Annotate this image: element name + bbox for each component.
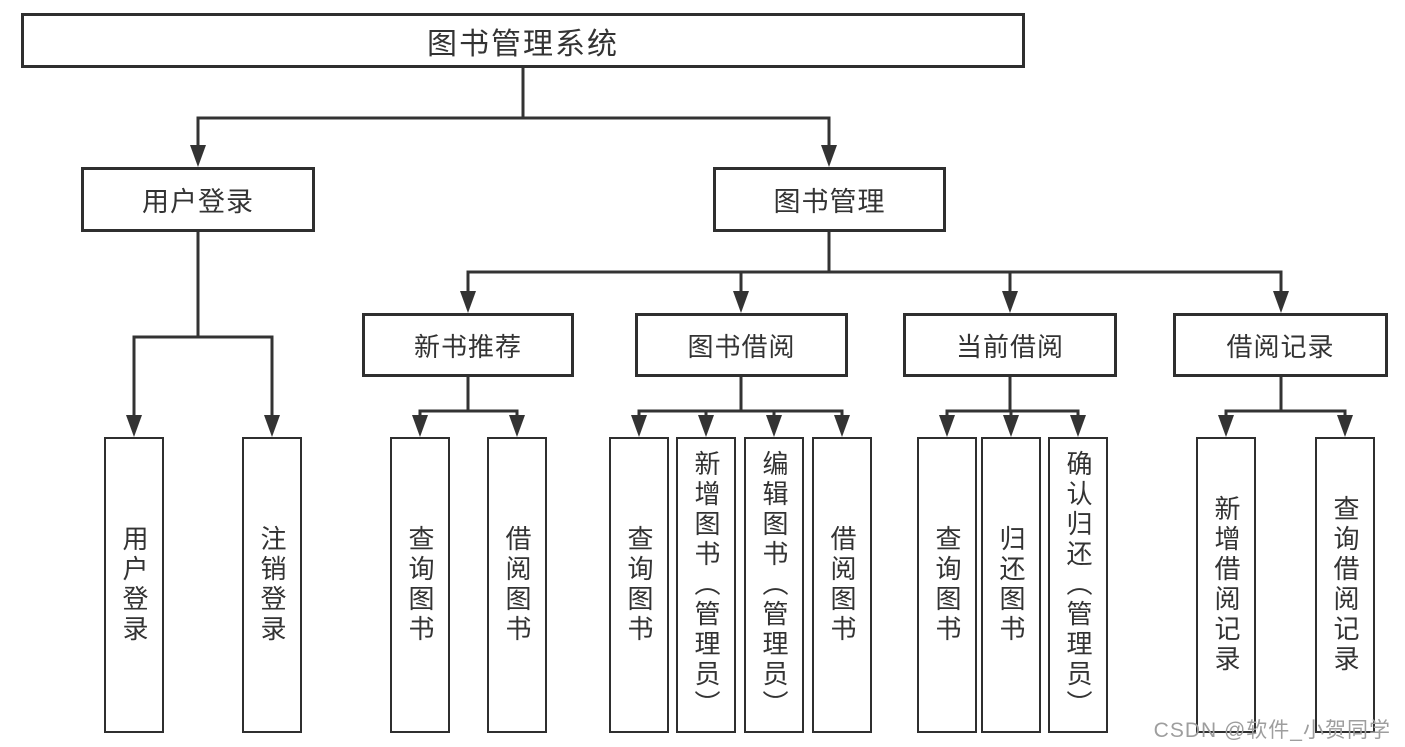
arrow-down-icon	[834, 415, 850, 437]
leaf-label: 用户登录	[119, 525, 149, 645]
leaf-label: 归还图书	[996, 525, 1026, 645]
leaf-label: 新增借阅记录	[1211, 495, 1241, 675]
arrow-down-icon	[698, 415, 714, 437]
arrow-down-icon	[766, 415, 782, 437]
connector-newbook-to-leaves	[418, 375, 519, 419]
leaf-confirm-return-admin: 确认归还（管理员）	[1048, 437, 1108, 733]
leaf-return-book: 归还图书	[981, 437, 1041, 733]
arrow-down-icon	[412, 415, 428, 437]
connector-root-to-level2	[196, 66, 831, 149]
arrow-down-icon	[1337, 415, 1353, 437]
arrowheads	[126, 145, 1353, 437]
leaf-label: 确认归还（管理员）	[1063, 450, 1093, 720]
leaf-label: 借阅图书	[502, 525, 532, 645]
node-book-management: 图书管理	[713, 167, 946, 232]
arrow-down-icon	[821, 145, 837, 167]
arrow-down-icon	[264, 415, 280, 437]
arrow-down-icon	[190, 145, 206, 167]
arrow-down-icon	[1273, 291, 1289, 313]
arrow-down-icon	[1002, 291, 1018, 313]
node-borrow-records: 借阅记录	[1173, 313, 1388, 377]
node-book-borrow: 图书借阅	[635, 313, 848, 377]
leaf-query-books-current: 查询图书	[917, 437, 977, 733]
leaf-label: 查询图书	[624, 525, 654, 645]
arrow-down-icon	[1003, 415, 1019, 437]
connector-records-to-leaves	[1224, 375, 1347, 419]
node-root: 图书管理系统	[21, 13, 1025, 68]
leaf-label: 新增图书（管理员）	[691, 450, 721, 720]
connector-paths	[132, 66, 1347, 419]
leaf-label: 查询图书	[932, 525, 962, 645]
connector-bookborrow-to-leaves	[637, 375, 844, 419]
leaf-query-borrow-record: 查询借阅记录	[1315, 437, 1375, 733]
leaf-label: 查询借阅记录	[1330, 495, 1360, 675]
leaf-user-login: 用户登录	[104, 437, 164, 733]
connector-currentborrow-to-leaves	[945, 375, 1080, 419]
arrow-down-icon	[733, 291, 749, 313]
leaf-add-book-admin: 新增图书（管理员）	[676, 437, 736, 733]
node-current-borrow: 当前借阅	[903, 313, 1117, 377]
leaf-query-books-recommend: 查询图书	[390, 437, 450, 733]
connector-userlogin-to-leaves	[132, 230, 274, 419]
leaf-label: 注销登录	[257, 525, 287, 645]
leaf-borrow-books: 借阅图书	[812, 437, 872, 733]
arrow-down-icon	[1218, 415, 1234, 437]
arrow-down-icon	[509, 415, 525, 437]
leaf-label: 查询图书	[405, 525, 435, 645]
leaf-label: 借阅图书	[827, 525, 857, 645]
arrow-down-icon	[939, 415, 955, 437]
arrow-down-icon	[460, 291, 476, 313]
leaf-edit-book-admin: 编辑图书（管理员）	[744, 437, 804, 733]
leaf-query-books-borrow: 查询图书	[609, 437, 669, 733]
node-user-login: 用户登录	[81, 167, 315, 232]
node-new-book-recommend: 新书推荐	[362, 313, 574, 377]
arrow-down-icon	[631, 415, 647, 437]
leaf-logout: 注销登录	[242, 437, 302, 733]
leaf-borrow-books-recommend: 借阅图书	[487, 437, 547, 733]
arrow-down-icon	[126, 415, 142, 437]
leaf-add-borrow-record: 新增借阅记录	[1196, 437, 1256, 733]
arrow-down-icon	[1070, 415, 1086, 437]
leaf-label: 编辑图书（管理员）	[759, 450, 789, 720]
watermark: CSDN @软件_小贺同学	[1153, 719, 1391, 742]
connector-bookmgmt-to-level3	[466, 231, 1283, 295]
